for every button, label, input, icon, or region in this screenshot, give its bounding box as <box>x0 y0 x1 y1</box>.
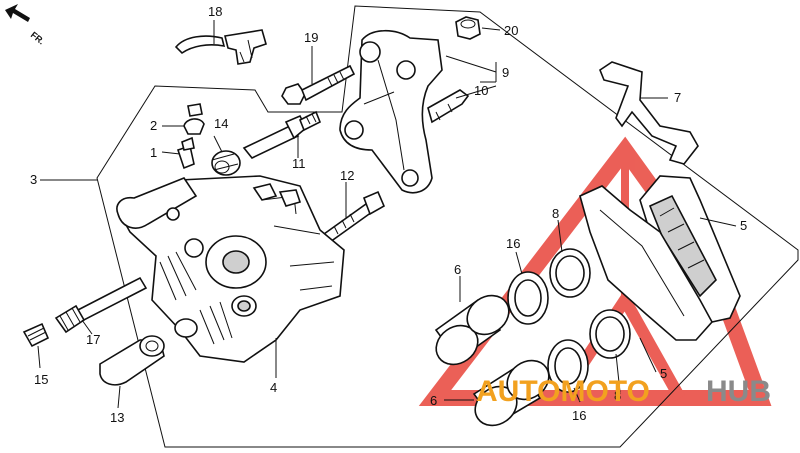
sleeve-bolt-part <box>99 335 165 386</box>
front-direction-label: FR. <box>29 30 47 47</box>
callout-labels: 18 20 19 9 10 7 2 14 1 11 3 12 8 5 16 6 … <box>30 4 747 425</box>
caliper-pin-part <box>322 190 386 244</box>
pin-bolt-part <box>242 110 322 159</box>
callout-8-upper: 8 <box>552 206 559 221</box>
callout-16-upper: 16 <box>506 236 520 251</box>
bleeder-valve-part <box>176 136 195 170</box>
callout-9: 9 <box>502 65 509 80</box>
dust-seal-lower-part <box>547 339 589 393</box>
piston-upper-part <box>434 294 510 366</box>
piston-seal-upper-part <box>549 248 591 298</box>
callout-15: 15 <box>34 372 48 387</box>
pad-retainer-spring-part <box>427 89 470 124</box>
callout-4: 4 <box>270 380 277 395</box>
callout-14: 14 <box>214 116 228 131</box>
watermark-text: AUTOMOTO HUB <box>476 375 771 408</box>
bleeder-cap-part <box>183 103 205 135</box>
watermark-part1: AUTOMOTO <box>476 375 650 408</box>
brake-pad-front-part <box>579 185 713 341</box>
callout-5-lower: 5 <box>660 366 667 381</box>
assembly-boundary <box>96 5 799 448</box>
front-direction-arrow: FR. <box>5 4 46 47</box>
callout-2: 2 <box>150 118 157 133</box>
pad-spring-part <box>599 61 699 165</box>
callout-5-upper: 5 <box>740 218 747 233</box>
callout-10: 10 <box>474 83 488 98</box>
guide-pin-part <box>54 276 148 334</box>
dust-seal-upper-part <box>507 271 549 325</box>
nut-part <box>455 16 481 40</box>
callout-6-upper: 6 <box>454 262 461 277</box>
callout-16-lower: 16 <box>572 408 586 423</box>
callout-6-lower: 6 <box>430 393 437 408</box>
callout-7: 7 <box>674 90 681 105</box>
pin-boot-part <box>211 150 241 176</box>
callout-19: 19 <box>304 30 318 45</box>
callout-17: 17 <box>86 332 100 347</box>
watermark-part2: HUB <box>706 375 771 408</box>
piston-seal-lower-part <box>589 309 631 359</box>
callout-12: 12 <box>340 168 354 183</box>
callout-13: 13 <box>110 410 124 425</box>
callout-11: 11 <box>292 156 306 171</box>
callout-3: 3 <box>30 172 37 187</box>
plug-part <box>22 322 50 348</box>
piston-lower-part <box>472 359 550 427</box>
leader-lines <box>37 20 737 409</box>
callout-1: 1 <box>150 145 157 160</box>
hose-clamp-part <box>174 29 267 65</box>
callout-18: 18 <box>208 4 222 19</box>
bracket-bolt-part <box>281 64 356 105</box>
callout-8-lower: 8 <box>614 388 621 403</box>
caliper-bracket-part <box>339 29 443 194</box>
caliper-body-part <box>116 175 345 363</box>
callout-20: 20 <box>504 23 518 38</box>
